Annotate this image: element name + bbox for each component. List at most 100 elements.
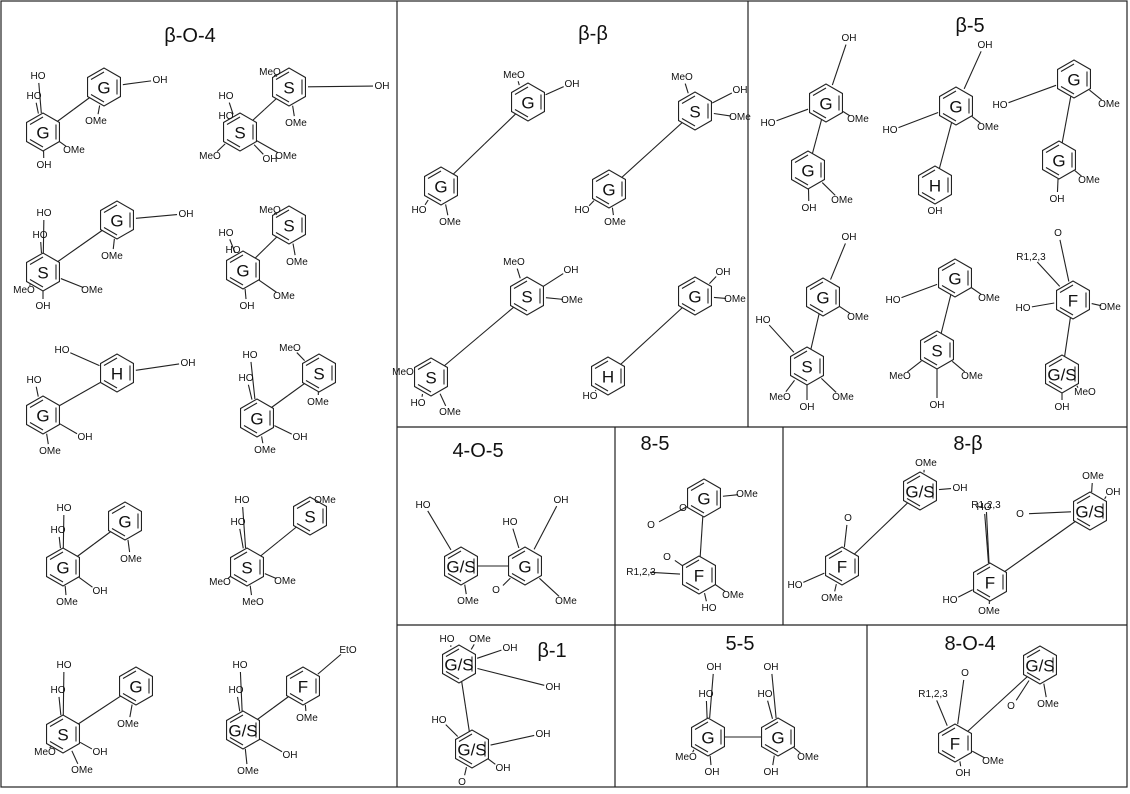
double-bond [595,173,610,182]
atom-label: OH [293,432,308,443]
ring-unit-label: G [602,181,615,200]
atom-label: O [1007,701,1015,712]
unit-1-ring [271,67,307,107]
atom-label: OH [1050,194,1065,205]
bond [58,696,62,716]
atom-label: OMe [1099,302,1121,313]
unit-2-ring [760,717,796,757]
ring-backdrop [1056,281,1090,319]
ring-unit-label: S [931,342,942,361]
unit-1-ring [292,496,328,536]
double-bond [681,280,696,289]
bond [445,724,459,737]
bond [59,423,78,435]
double-bond [111,528,126,537]
bond [427,510,452,551]
ring-unit-label: S [241,559,252,578]
atom-label: OMe [977,122,999,133]
atom-label: OH [283,750,298,761]
atom-label: OH [953,483,968,494]
bond [545,86,564,96]
atom-label: OH [536,729,551,740]
ring-backdrop [1057,60,1091,98]
ring-unit-label: G/S [444,656,473,675]
double-bond [229,254,244,263]
unit-1-ring [1055,280,1091,320]
bond [957,589,973,598]
ring-backdrop [809,84,843,122]
unit-2-ring [789,346,825,386]
ring-unit-label: S [521,288,532,307]
bond [771,673,777,719]
double-bond [921,169,936,178]
double-bond [122,693,137,702]
bond [249,585,253,596]
unit-2-ring [591,169,627,209]
ring-unit-label: G/S [446,558,475,577]
double-bond [681,303,696,312]
double-bond [417,361,432,370]
atom-label: OH [764,767,779,778]
bond [843,524,848,548]
bond [70,352,100,367]
bond [713,296,727,300]
bond [35,386,39,397]
bond [477,667,545,686]
bond [64,585,67,596]
double-bond [942,90,957,99]
unit-1-ring [271,205,307,245]
atom-label: HO [699,689,714,700]
atom-label: MeO [34,747,56,758]
atom-label: OMe [729,112,751,123]
unit-2-ring [972,562,1008,602]
bond [216,143,226,153]
ring-unit-label: G [816,289,829,308]
unit-2-ring [45,547,81,587]
atom-label: MeO [1074,387,1096,398]
atom-label: HO [243,350,258,361]
atom-label: OMe [1098,99,1120,110]
bond [244,288,247,300]
atom-label: HO [231,517,246,528]
ring-backdrop [510,277,544,315]
double-bond [1026,649,1041,658]
bond [768,324,795,353]
atom-label: OH [842,33,857,44]
ring-backdrop [108,502,142,540]
ring-unit-label: S [313,365,324,384]
double-bond [275,209,290,218]
atom-label: OMe [847,312,869,323]
atom-label: R1,2,3 [626,567,656,578]
atom-label: OMe [604,217,626,228]
double-bond [514,86,529,95]
atom-label: MeO [503,257,525,268]
double-bond [690,482,705,491]
bond [464,584,467,595]
atom-label: OH [733,85,748,96]
unit-1-ring [86,67,122,107]
atom-label: OH [546,682,561,693]
ring-backdrop [100,201,134,239]
atom-label: OH [716,267,731,278]
ring-unit-label: G [1052,152,1065,171]
double-bond [445,671,460,680]
unit-2-ring [919,330,955,370]
double-bond [29,139,44,148]
double-bond [941,285,956,294]
ring-backdrop [918,166,952,204]
double-bond [1048,358,1063,367]
bond [129,704,133,718]
bond [97,105,101,115]
unit-2-ring [824,546,860,586]
double-bond [809,281,824,290]
bond [256,140,279,154]
atom-label: OH [565,79,580,90]
atom-label: O [663,552,671,563]
atom-label: OMe [1078,175,1100,186]
atom-label: HO [503,517,518,528]
